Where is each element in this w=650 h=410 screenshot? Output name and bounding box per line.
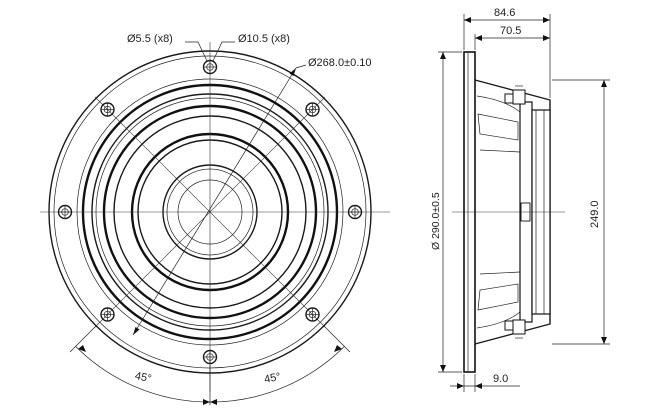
mounting-hole (100, 307, 115, 322)
mounting-hole (305, 307, 320, 322)
basket-window-top (477, 113, 519, 141)
terminal-bottom (504, 319, 526, 339)
mounting-hole (100, 102, 115, 117)
flange-thickness-label: 9.0 (493, 373, 508, 385)
angle-right-callout: 45° (263, 371, 282, 386)
bolt-circle-leader-extension (295, 64, 307, 69)
bolt-circle-callout: Ø268.0±0.10 (308, 57, 372, 69)
side-view: 84.6 70.5 Ø 290.0±0.5 249.0 9.0 (430, 7, 610, 392)
hole-large-leader (212, 41, 235, 62)
height-label: 249.0 (589, 200, 601, 228)
bolt-circle-arrowhead (289, 68, 296, 76)
angle-left-callout: 45° (134, 370, 153, 385)
terminal-top (504, 85, 526, 105)
mounting-hole (57, 204, 73, 220)
overall-depth-label: 84.6 (494, 7, 515, 19)
angle-arrowhead (210, 399, 217, 405)
hole-small-callout: Ø5.5 (x8) (127, 33, 173, 45)
body-depth-label: 70.5 (500, 25, 521, 37)
bolt-circle-diameter-line (132, 67, 297, 336)
front-view: Ø5.5 (x8) Ø10.5 (x8) Ø268.0±0.10 45° 45° (40, 33, 390, 405)
angle-extension-left (69, 325, 97, 353)
mounting-hole (202, 59, 218, 75)
hole-large-callout: Ø10.5 (x8) (238, 33, 290, 45)
outer-diameter-label: Ø 290.0±0.5 (430, 192, 442, 250)
angle-arrowhead (78, 345, 86, 352)
bolt-circle-arrowhead (133, 327, 140, 335)
mounting-hole (347, 204, 363, 220)
front-centerline-diagonal-b (94, 96, 326, 328)
basket-window-bottom (477, 283, 519, 311)
hole-small-leader (185, 41, 208, 62)
mounting-hole (202, 349, 218, 365)
angle-extension-right (323, 325, 351, 353)
angle-arrowhead (334, 345, 342, 352)
angle-arrowhead (203, 399, 210, 405)
mounting-hole (305, 102, 320, 117)
mounting-holes (57, 59, 363, 365)
